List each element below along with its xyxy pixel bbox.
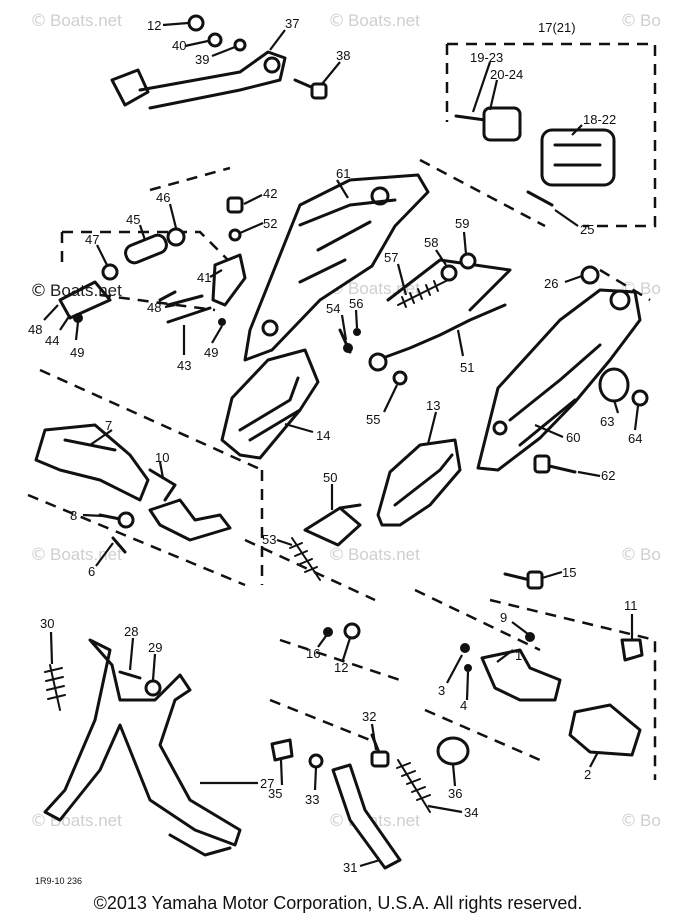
watermark: Boats.net — [50, 811, 122, 830]
callout-label: 58 — [424, 235, 438, 250]
footrest-rubber-part — [568, 703, 642, 757]
watermark-symbol: © — [620, 545, 637, 565]
callout-label: 38 — [336, 48, 350, 63]
callout-label: 3 — [438, 683, 445, 698]
callout-label: 13 — [426, 398, 440, 413]
left-footrest-part — [34, 423, 150, 502]
watermark-edge: Bo — [640, 545, 661, 564]
callout-label: 6 — [88, 564, 95, 579]
watermark-symbol: © — [328, 11, 345, 31]
shift-pedal-part — [110, 68, 150, 107]
callout-label: 48 — [28, 322, 42, 337]
watermark-edge: Bo — [640, 11, 661, 30]
callout-label: 31 — [343, 860, 357, 875]
callout-label: 60 — [566, 430, 580, 445]
watermark: Boats.net — [50, 11, 122, 30]
callout-label: 8 — [70, 508, 77, 523]
callout-label: 62 — [601, 468, 615, 483]
callout-label: 40 — [172, 38, 186, 53]
callout-label: 33 — [305, 792, 319, 807]
callout-label: 45 — [126, 212, 140, 227]
watermark-symbol: © — [328, 811, 345, 831]
callout-label: 64 — [628, 431, 642, 446]
callout-label: 56 — [349, 296, 363, 311]
callout-label: 42 — [263, 186, 277, 201]
callout-label: 46 — [156, 190, 170, 205]
callout-label: 44 — [45, 333, 59, 348]
callout-label: 16 — [306, 646, 320, 661]
callout-label: 35 — [268, 786, 282, 801]
right-footrest-part — [480, 648, 562, 702]
callout-label: 11 — [624, 598, 638, 613]
callout-label: 53 — [262, 532, 276, 547]
callout-label: 17(21) — [538, 20, 576, 35]
callout-label: 25 — [580, 222, 594, 237]
callout-label: 10 — [155, 450, 169, 465]
callout-label: 55 — [366, 412, 380, 427]
callout-label: 29 — [148, 640, 162, 655]
callout-label: 15 — [562, 565, 576, 580]
callout-label: 47 — [85, 232, 99, 247]
watermark-edge: Bo — [640, 811, 661, 830]
callout-labels: 12 40 39 37 38 17(21) 19-23 20-24 18-22 … — [28, 16, 642, 875]
parts-diagram: © Boats.net © Boats.net © Bo © Boats.net… — [27, 11, 661, 886]
part-drawings — [34, 14, 649, 870]
callout-label: 12 — [334, 660, 348, 675]
callout-label: 37 — [285, 16, 299, 31]
callout-label: 9 — [500, 610, 507, 625]
callout-label: 4 — [460, 698, 467, 713]
side-stand-part — [331, 763, 402, 870]
callout-label: 48 — [147, 300, 161, 315]
callout-label: 2 — [584, 767, 591, 782]
leader-lines — [43, 21, 640, 868]
callout-label: 52 — [263, 216, 277, 231]
callout-label: 27 — [260, 776, 274, 791]
diagram-code: 1R9-10 236 — [35, 876, 82, 886]
callout-label: 41 — [197, 270, 211, 285]
callout-label: 59 — [455, 216, 469, 231]
callout-label: 63 — [600, 414, 614, 429]
callout-label: 32 — [362, 709, 376, 724]
callout-label: 28 — [124, 624, 138, 639]
watermark-symbol-dark: © — [30, 281, 47, 301]
watermark-symbol: © — [328, 545, 345, 565]
watermark-symbol: © — [30, 545, 47, 565]
callout-label: 1 — [515, 648, 522, 663]
callout-label: 26 — [544, 276, 558, 291]
watermark: Boats.net — [50, 545, 122, 564]
watermark-dark: Boats.net — [50, 281, 122, 300]
callout-label: 51 — [460, 360, 474, 375]
callout-label: 49 — [70, 345, 84, 360]
center-plate-part — [376, 438, 462, 527]
callout-label: 50 — [323, 470, 337, 485]
watermark-symbol: © — [30, 11, 47, 31]
callout-label: 49 — [204, 345, 218, 360]
footrest-plate-part — [220, 348, 320, 460]
callout-label: 14 — [316, 428, 330, 443]
callout-label: 18-22 — [583, 112, 616, 127]
watermark-edge: Bo — [640, 279, 661, 298]
watermark-symbol: © — [30, 811, 47, 831]
callout-label: 34 — [464, 805, 478, 820]
callout-label: 7 — [105, 418, 112, 433]
watermark: Boats.net — [348, 11, 420, 30]
callout-label: 43 — [177, 358, 191, 373]
callout-label: 61 — [336, 166, 350, 181]
callout-label: 54 — [326, 301, 340, 316]
callout-label: 20-24 — [490, 67, 523, 82]
footrest-bracket-part — [243, 173, 430, 362]
callout-label: 39 — [195, 52, 209, 67]
callout-label: 57 — [384, 250, 398, 265]
watermark-symbol: © — [620, 811, 637, 831]
copyright-footer: ©2013 Yamaha Motor Corporation, U.S.A. A… — [93, 893, 583, 913]
watermark-symbol: © — [620, 11, 637, 31]
watermark: Boats.net — [348, 545, 420, 564]
callout-label: 19-23 — [470, 50, 503, 65]
callout-label: 12 — [147, 18, 161, 33]
center-stand-part — [43, 638, 242, 847]
callout-label: 36 — [448, 786, 462, 801]
callout-label: 30 — [40, 616, 54, 631]
dashed-group-lines — [27, 42, 657, 780]
